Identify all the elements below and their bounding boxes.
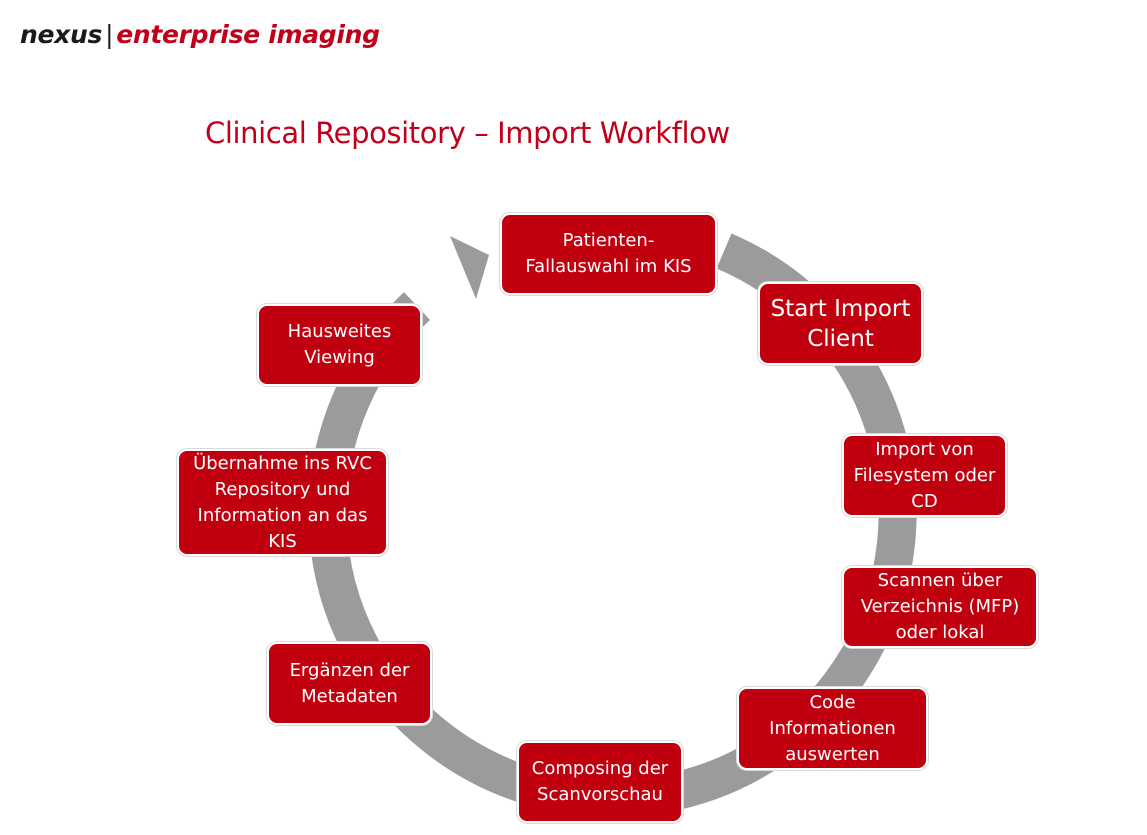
step-complete-metadata: Ergänzen der Metadaten <box>267 642 432 725</box>
step-start-import-client: Start Import Client <box>758 282 923 365</box>
step-scan-directory: Scannen über Verzeichnis (MFP) oder loka… <box>842 566 1038 648</box>
logo-brand: nexus <box>20 20 103 49</box>
nexus-logo: nexus|enterprise imaging <box>20 20 380 49</box>
page-title: Clinical Repository – Import Workflow <box>205 116 730 150</box>
step-hospital-wide-viewing: Hausweites Viewing <box>257 304 422 386</box>
cycle-arrowhead <box>450 236 489 299</box>
step-import-filesystem-cd: Import von Filesystem oder CD <box>842 434 1007 517</box>
logo-tagline: enterprise imaging <box>116 20 380 49</box>
step-transfer-to-repository: Übernahme ins RVC Repository und Informa… <box>177 449 388 556</box>
step-evaluate-code-info: Code Informationen auswerten <box>737 687 928 770</box>
step-patient-case-selection: Patienten- Fallauswahl im KIS <box>500 213 717 295</box>
step-compose-scan-preview: Composing der Scanvorschau <box>517 741 683 823</box>
logo-separator: | <box>105 20 114 49</box>
